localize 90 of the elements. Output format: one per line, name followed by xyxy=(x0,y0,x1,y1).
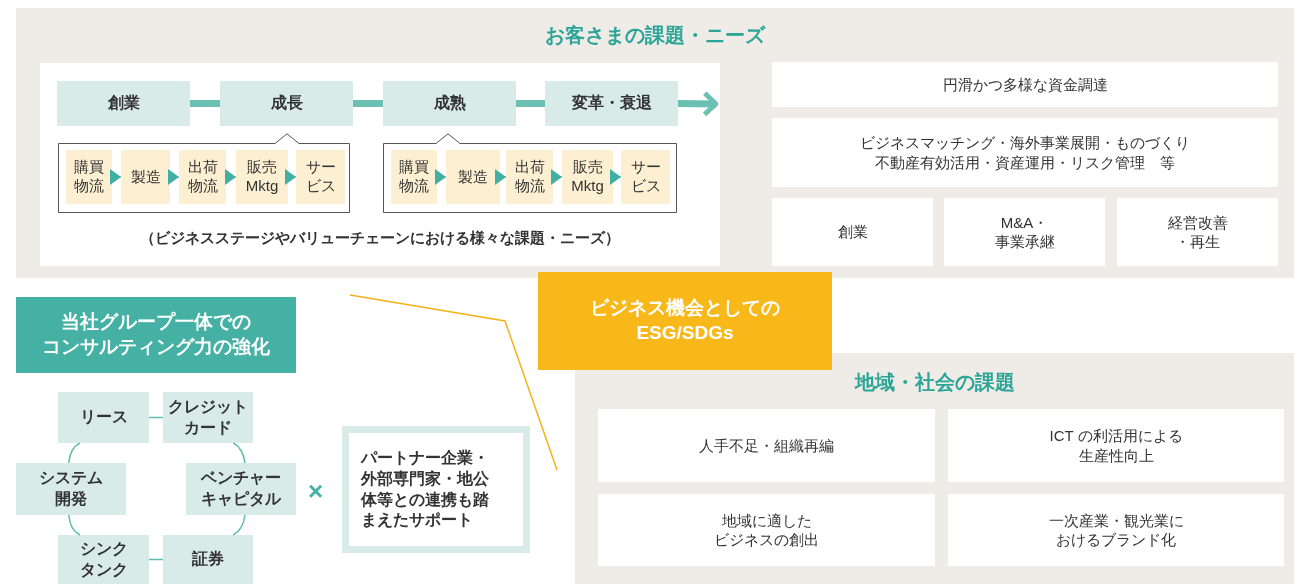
issue-box xyxy=(598,409,935,482)
chevron-arrow xyxy=(110,169,122,185)
box-label: パートナー企業・外部専門家・地公体等との連携も踏まえたサポート xyxy=(361,447,490,531)
step-label: 購買物流 xyxy=(73,158,105,196)
connector-line xyxy=(232,442,246,464)
chevron-arrow xyxy=(551,169,563,185)
service-box xyxy=(58,535,149,584)
step-label: 製造 xyxy=(130,167,161,187)
need-box xyxy=(944,198,1105,266)
step-label: 販売Mktg xyxy=(570,158,605,196)
support-box xyxy=(342,426,530,553)
value-chain-step xyxy=(446,150,500,204)
box-label: 創業 xyxy=(837,222,868,242)
need-box xyxy=(1117,198,1278,266)
box-label: システム開発 xyxy=(38,468,104,509)
connector-line xyxy=(68,442,81,464)
connector-line xyxy=(516,100,545,107)
box-label: 円滑かつ多様な資金調達 xyxy=(942,74,1108,95)
box-label: ビジネスマッチング・海外事業展開・ものづくり不動産有効活用・資産運用・リスク管理 等 xyxy=(859,133,1191,172)
value-chain-step xyxy=(391,150,437,204)
value-chain-step xyxy=(236,150,288,204)
service-box xyxy=(163,535,253,584)
box-label: ベンチャーキャピタル xyxy=(200,468,282,509)
service-box xyxy=(16,463,126,515)
need-box xyxy=(772,62,1278,107)
chevron-arrow xyxy=(610,169,622,185)
multiply-sign: × xyxy=(308,478,324,504)
chevron-arrow xyxy=(435,169,447,185)
step-label: サービス xyxy=(304,158,337,196)
stage-box xyxy=(220,81,353,126)
box-label: 成熟 xyxy=(433,93,466,114)
box-label: 一次産業・観光業におけるブランド化 xyxy=(1047,510,1185,550)
box-label: 変革・衰退 xyxy=(571,93,652,114)
connector-line xyxy=(148,416,164,419)
chevron-arrow xyxy=(285,169,297,185)
box-label: シンクタンク xyxy=(78,538,129,580)
issue-box xyxy=(948,494,1284,566)
need-box xyxy=(772,118,1278,187)
box-label: 創業 xyxy=(107,93,140,114)
header-banner xyxy=(16,297,296,373)
value-chain-step xyxy=(66,150,112,204)
box-label: 地域に適したビジネスの創出 xyxy=(713,510,820,550)
connector-line xyxy=(190,100,220,107)
step-label: 出荷物流 xyxy=(186,158,219,196)
connector-line xyxy=(148,558,164,561)
section-title: お客さまの課題・ニーズ xyxy=(544,23,767,48)
caption-text: （ビジネスステージやバリューチェーンにおける様々な課題・ニーズ） xyxy=(139,229,621,248)
value-chain-step xyxy=(562,150,613,204)
chevron-arrow xyxy=(495,169,507,185)
connector-line xyxy=(353,100,383,107)
step-label: 製造 xyxy=(458,167,488,187)
box-label: リース xyxy=(79,407,128,428)
value-chain-step xyxy=(121,150,170,204)
service-box xyxy=(58,392,149,443)
issue-box xyxy=(598,494,935,566)
service-box xyxy=(186,463,296,515)
value-chain-step xyxy=(296,150,345,204)
section-title: 地域・社会の課題 xyxy=(853,370,1016,395)
highlight-box xyxy=(538,272,832,370)
step-label: 購買物流 xyxy=(398,158,430,196)
chevron-arrow xyxy=(225,169,237,185)
box-label: 人手不足・組織再編 xyxy=(699,435,834,456)
stage-box xyxy=(57,81,190,126)
step-label: 販売Mktg xyxy=(244,158,280,196)
banner-text: 当社グループ一体でのコンサルティング力の強化 xyxy=(41,310,271,359)
section-panel xyxy=(575,353,1294,584)
stage-box xyxy=(545,81,678,126)
box-label: M&A・事業承継 xyxy=(993,212,1056,252)
callout-box xyxy=(58,133,350,213)
chevron-arrow xyxy=(168,169,180,185)
value-chain-step xyxy=(506,150,553,204)
box-label: 経営改善・再生 xyxy=(1166,212,1229,252)
box-label: ICT の利活用による生産性向上 xyxy=(1048,426,1184,465)
value-chain-step xyxy=(179,150,226,204)
step-label: サービス xyxy=(629,158,662,196)
value-chain-step xyxy=(621,150,670,204)
arrow xyxy=(677,90,719,117)
section-panel xyxy=(16,8,1294,278)
need-box xyxy=(772,198,933,266)
callout-box xyxy=(383,133,677,213)
step-label: 出荷物流 xyxy=(513,158,546,196)
content-panel xyxy=(40,63,720,266)
issue-box xyxy=(948,409,1284,482)
box-label: ビジネス機会としてのESG/SDGs xyxy=(589,296,781,345)
connector-line xyxy=(232,514,246,536)
stage-box xyxy=(383,81,516,126)
box-label: クレジットカード xyxy=(167,396,249,438)
connector-line xyxy=(68,514,81,536)
box-label: 証券 xyxy=(192,549,224,570)
box-label: 成長 xyxy=(270,93,303,114)
